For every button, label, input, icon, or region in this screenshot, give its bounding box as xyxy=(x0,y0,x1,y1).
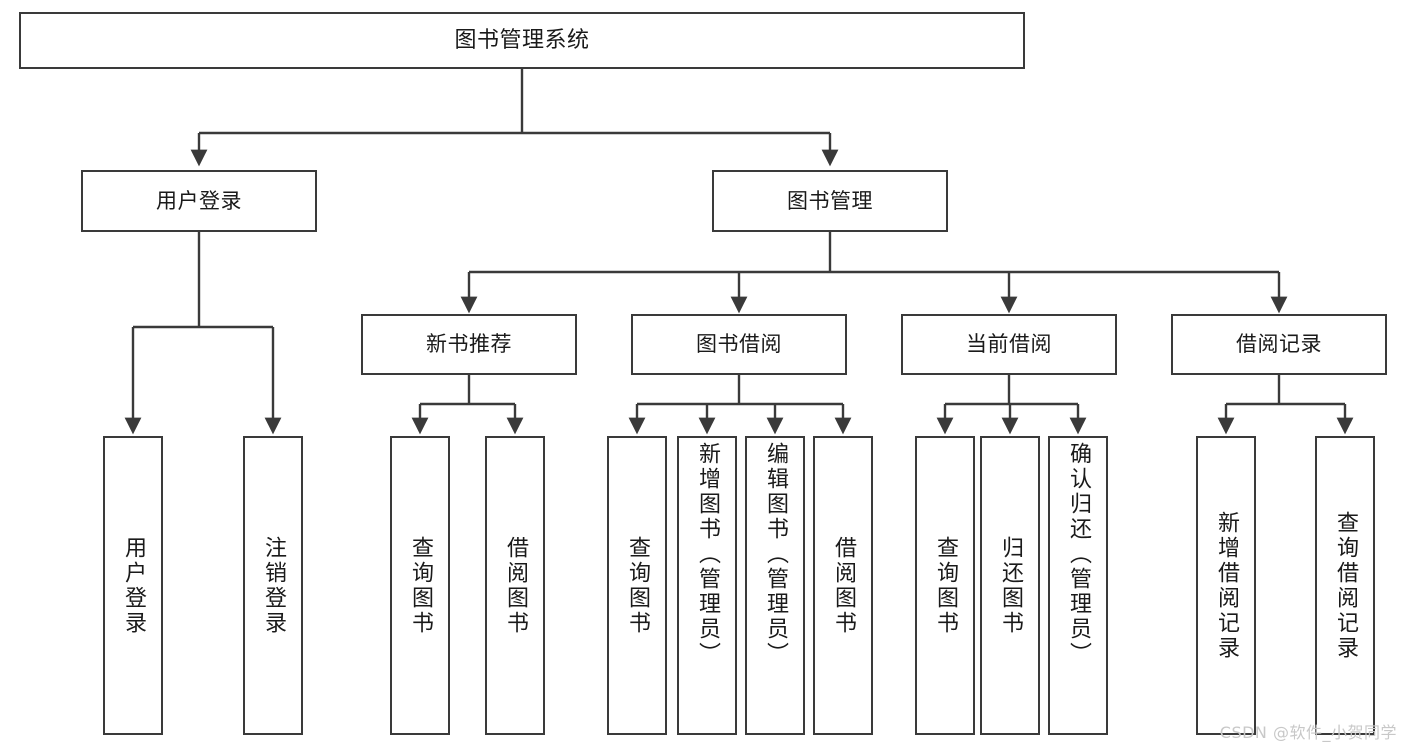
node-root-book-management-system[interactable]: 图书管理系统 xyxy=(19,12,1025,69)
leaf-recommend-query-book[interactable]: 查询图书 xyxy=(390,436,450,735)
node-label: 归还图书 xyxy=(998,535,1023,636)
node-label: 借阅图书 xyxy=(503,535,528,636)
node-label: 新书推荐 xyxy=(426,332,512,357)
node-label: 编辑图书（管理员） xyxy=(763,442,788,667)
node-label: 新增借阅记录 xyxy=(1214,510,1239,661)
leaf-borrow-edit-book-admin[interactable]: 编辑图书（管理员） xyxy=(745,436,805,735)
node-label: 查询借阅记录 xyxy=(1333,510,1358,661)
node-label: 借阅图书 xyxy=(831,535,856,636)
node-label: 查询图书 xyxy=(933,535,958,636)
leaf-record-query-borrow-record[interactable]: 查询借阅记录 xyxy=(1315,436,1375,735)
node-label: 图书管理系统 xyxy=(454,27,590,53)
leaf-current-query-book[interactable]: 查询图书 xyxy=(915,436,975,735)
leaf-current-confirm-return-admin[interactable]: 确认归还（管理员） xyxy=(1048,436,1108,735)
node-label: 查询图书 xyxy=(408,535,433,636)
leaf-borrow-query-book[interactable]: 查询图书 xyxy=(607,436,667,735)
leaf-borrow-lend-book[interactable]: 借阅图书 xyxy=(813,436,873,735)
leaf-borrow-add-book-admin[interactable]: 新增图书（管理员） xyxy=(677,436,737,735)
node-label: 图书管理 xyxy=(787,188,873,213)
watermark: CSDN @软件_小贺同学 xyxy=(1219,723,1397,742)
leaf-user-login[interactable]: 用户登录 xyxy=(103,436,163,735)
node-user-login[interactable]: 用户登录 xyxy=(81,170,317,232)
node-label: 新增图书（管理员） xyxy=(695,442,720,667)
node-label: 当前借阅 xyxy=(966,332,1052,357)
node-label: 借阅记录 xyxy=(1236,332,1322,357)
node-label: 用户登录 xyxy=(121,535,146,636)
leaf-recommend-borrow-book[interactable]: 借阅图书 xyxy=(485,436,545,735)
node-borrowing-record[interactable]: 借阅记录 xyxy=(1171,314,1387,375)
node-book-borrowing[interactable]: 图书借阅 xyxy=(631,314,847,375)
node-label: 查询图书 xyxy=(625,535,650,636)
node-label: 图书借阅 xyxy=(696,332,782,357)
leaf-user-logout[interactable]: 注销登录 xyxy=(243,436,303,735)
node-label: 确认归还（管理员） xyxy=(1066,442,1091,667)
node-current-borrowing[interactable]: 当前借阅 xyxy=(901,314,1117,375)
leaf-current-return-book[interactable]: 归还图书 xyxy=(980,436,1040,735)
leaf-record-add-borrow-record[interactable]: 新增借阅记录 xyxy=(1196,436,1256,735)
node-book-management[interactable]: 图书管理 xyxy=(712,170,948,232)
node-new-book-recommendation[interactable]: 新书推荐 xyxy=(361,314,577,375)
node-label: 用户登录 xyxy=(156,188,242,213)
node-label: 注销登录 xyxy=(261,535,286,636)
